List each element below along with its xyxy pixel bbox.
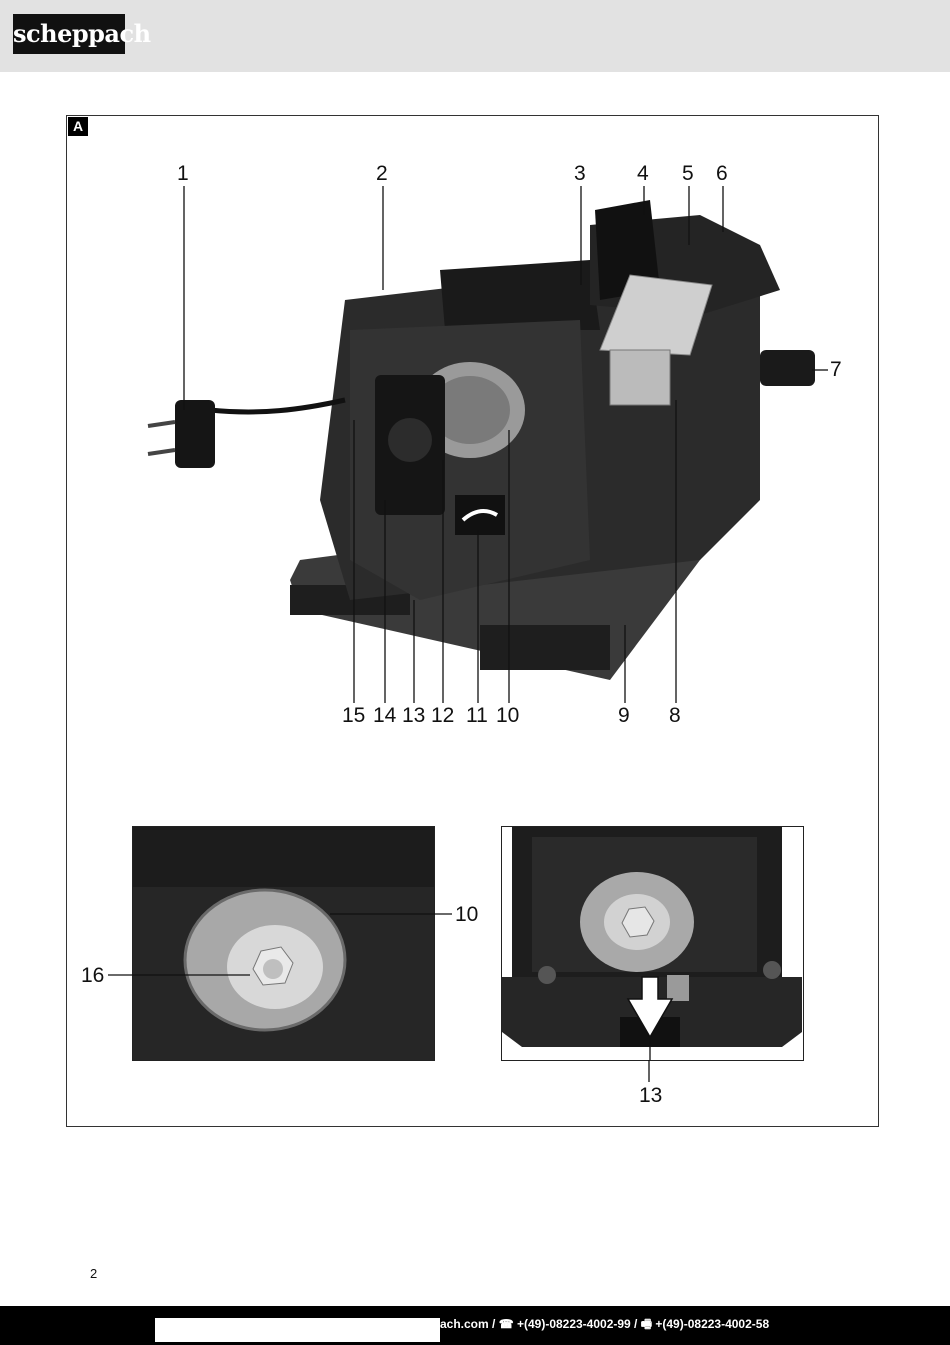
- callout-5: 5: [682, 162, 694, 185]
- inset-wheel-closeup: [132, 826, 435, 1061]
- callout-4: 4: [637, 162, 649, 185]
- callout-11: 11: [466, 704, 488, 727]
- base-foot-right: [480, 625, 610, 670]
- callout-13: 13: [402, 704, 426, 727]
- top-panel: [440, 260, 600, 330]
- inset-callout-10: 10: [455, 903, 479, 926]
- rotation-label: [455, 495, 505, 535]
- callout-6: 6: [716, 162, 728, 185]
- callout-8: 8: [669, 704, 681, 727]
- cover-front: [609, 349, 671, 406]
- figure-tag: A: [68, 117, 88, 136]
- brand-logo: scheppach: [13, 14, 151, 54]
- inset-callout-16: 16: [81, 964, 105, 987]
- callout-14: 14: [373, 704, 397, 727]
- callout-9: 9: [618, 704, 630, 727]
- power-plug: [175, 400, 215, 468]
- callout-7: 7: [830, 358, 842, 381]
- page-number: 2: [90, 1266, 98, 1281]
- callout-10: 10: [496, 704, 520, 727]
- footer-contact: ach.com / ☎ +(49)-08223-4002-99 / 🖷 +(49…: [440, 1317, 770, 1331]
- inset-callout-13: 13: [639, 1084, 663, 1107]
- inset-left-leaders: [108, 913, 452, 976]
- footer-redaction: [155, 1318, 440, 1342]
- inset-right-leader: [648, 1060, 650, 1082]
- callout-3: 3: [574, 162, 586, 185]
- drill-guide-4: [595, 200, 660, 300]
- adjust-knob: [760, 350, 815, 386]
- callout-12: 12: [431, 704, 455, 727]
- header-band: [0, 0, 950, 72]
- sharpener-illustration: [147, 186, 828, 703]
- callout-2: 2: [376, 162, 388, 185]
- callout-15: 15: [342, 704, 366, 727]
- power-cord: [209, 397, 346, 415]
- callout-1: 1: [177, 162, 189, 185]
- inset-lever-closeup: [501, 826, 804, 1061]
- figure-frame: [66, 115, 879, 1127]
